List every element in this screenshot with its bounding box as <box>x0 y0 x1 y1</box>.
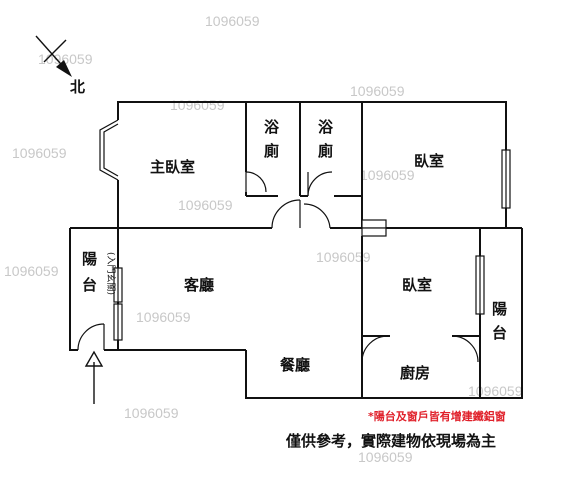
entrance-arrow-icon <box>84 350 104 367</box>
label-entrance-note: (入門玄關) <box>105 252 117 295</box>
north-arrow-icon <box>56 60 72 77</box>
label-bath1-top: 浴 <box>264 118 280 136</box>
watermark: 1096059 <box>468 383 523 399</box>
door-kitchen-left <box>361 335 389 363</box>
door-master-a <box>271 199 301 229</box>
compass-cross <box>43 39 67 63</box>
label-living-room: 客廳 <box>183 276 214 294</box>
label-balcony-left-top: 陽 <box>82 250 97 268</box>
label-dining-room: 餐廳 <box>280 356 310 374</box>
wall-bottom <box>245 228 523 399</box>
doors <box>77 171 479 363</box>
door-bedroom-right <box>361 219 387 229</box>
bay-window <box>99 119 119 181</box>
door-bath2 <box>307 171 333 197</box>
label-balcony-left-bottom: 台 <box>82 276 97 294</box>
label-balcony-right-top: 陽 <box>492 300 507 318</box>
wall-balcony-left <box>69 228 78 351</box>
watermark: 1096059 <box>170 97 225 113</box>
label-balcony-right-bottom: 台 <box>492 324 507 342</box>
watermark: 1096059 <box>350 83 405 99</box>
label-bedroom-middle: 臥室 <box>402 276 432 294</box>
watermark: 1096059 <box>136 309 191 325</box>
label-bath2-top: 浴 <box>318 118 334 136</box>
label-kitchen: 廚房 <box>400 364 430 382</box>
compass: 北 <box>35 35 85 96</box>
label-bath1-bottom: 廁 <box>264 142 279 160</box>
watermark: 1096059 <box>178 197 233 213</box>
watermark: 1096059 <box>4 263 59 279</box>
room-labels: 主臥室 浴 廁 浴 廁 臥室 陽 台 (入門玄關) 客廳 臥室 陽 台 餐廳 廚… <box>82 118 507 382</box>
windows <box>113 149 511 341</box>
door-master-b <box>303 203 331 229</box>
watermark: 1096059 <box>316 249 371 265</box>
watermarks: 1096059 1096059 1096059 1096059 1096059 … <box>4 13 523 465</box>
watermark: 1096059 <box>205 13 260 29</box>
watermark: 1096059 <box>12 145 67 161</box>
walls <box>69 101 523 399</box>
watermark: 1096059 <box>360 167 415 183</box>
label-bath2-bottom: 廁 <box>318 142 333 160</box>
watermark: 1096059 <box>124 405 179 421</box>
label-bedroom-top-right: 臥室 <box>414 152 444 170</box>
north-label: 北 <box>70 78 85 96</box>
door-kitchen-right <box>451 335 479 363</box>
bay-window-inner <box>103 123 119 177</box>
door-entrance <box>77 323 105 351</box>
door-bath1 <box>245 171 267 193</box>
door-bedroom-middle <box>361 227 387 237</box>
label-master-bedroom: 主臥室 <box>150 158 195 176</box>
red-note: *陽台及窗戶皆有增建鐵鋁窗 <box>368 409 506 423</box>
disclaimer: 僅供參考，實際建物依現場為主 <box>285 432 496 450</box>
entrance-arrow <box>84 350 104 404</box>
watermark: 1096059 <box>358 449 413 465</box>
